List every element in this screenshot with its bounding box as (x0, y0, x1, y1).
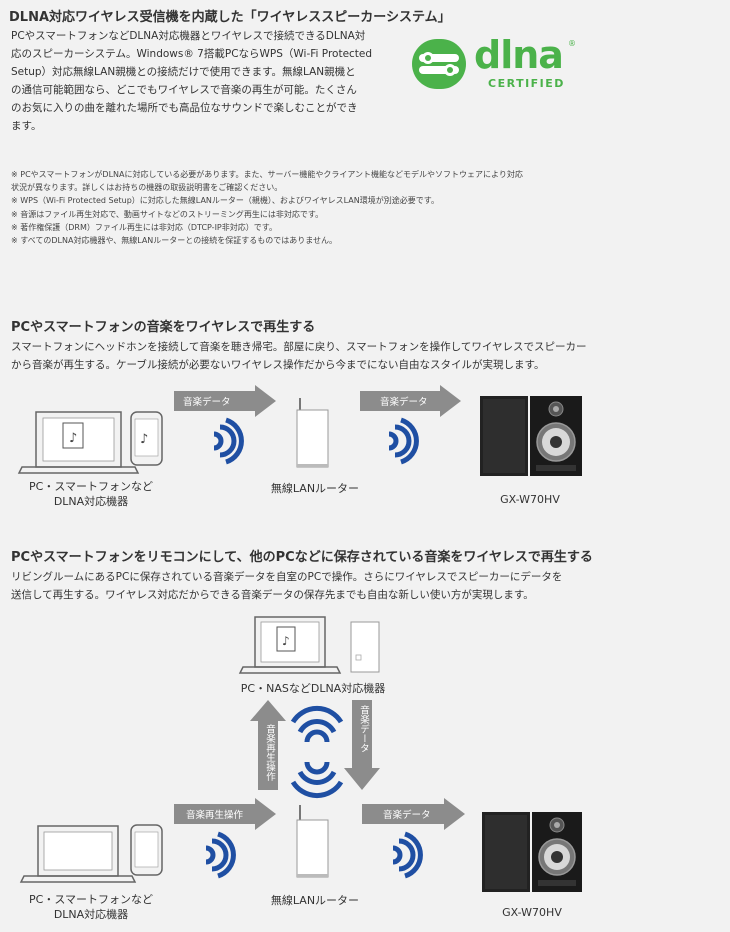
wifi-signal-icon (290, 761, 344, 799)
arrow-label: 音楽データ (183, 397, 231, 408)
dlna-wordmark: dlna (474, 33, 564, 77)
caption-router: 無線LANルーター (270, 482, 360, 495)
caption-line: DLNA対応機器 (53, 908, 129, 921)
svg-text:♪: ♪ (282, 634, 290, 648)
section2-title: PCやスマートフォンをリモコンにして、他のPCなどに保存されている音楽をワイヤレ… (11, 550, 593, 565)
section1-description: スマートフォンにヘッドホンを接続して音楽を聴き帰宅。部屋に戻り、スマートフォンを… (11, 338, 631, 374)
arrow-up (250, 700, 286, 790)
arrow-right (360, 385, 461, 417)
wifi-signal-icon (290, 705, 344, 743)
arrow-up-label: 音楽再生操作 (264, 724, 275, 781)
speaker-icon (482, 812, 582, 892)
smartphone-icon (130, 824, 163, 876)
caption-speaker-model: GX-W70HV (500, 493, 560, 506)
arrow-down (344, 700, 380, 790)
description-line: リビングルームにあるPCに保存されている音楽データを自室のPCで操作。さらにワイ… (11, 571, 563, 583)
dlna-logo-icon (412, 39, 466, 89)
arrow-right (174, 385, 276, 417)
smartphone-icon: ♪ (130, 411, 163, 466)
notes-list: ※ PCやスマートフォンがDLNAに対応している必要があります。また、サーバー機… (11, 168, 611, 247)
wifi-signal-icon (205, 831, 236, 879)
caption-dlna-devices: PC・スマートフォンなど DLNA対応機器 (20, 479, 162, 509)
intro-line: 応のスピーカーシステム。Windows® 7搭載PCならWPS（Wi-Fi Pr… (11, 48, 373, 60)
intro-line: のお気に入りの曲を離れた場所でも高品位なサウンドで楽しむことができ (11, 102, 358, 114)
caption-line: DLNA対応機器 (53, 495, 129, 508)
note-item: 状況が異なります。詳しくはお持ちの機器の取扱説明書をご確認ください。 (11, 183, 283, 193)
nas-icon (350, 621, 380, 673)
intro-line: の通信可能範囲なら、どこでもワイヤレスで音楽の再生が可能。たくさん (11, 84, 357, 96)
arrow-label: 音楽データ (380, 397, 428, 408)
note-item: ※ WPS（Wi-Fi Protected Setup）に対応した無線LANルー… (11, 196, 439, 206)
dlna-certified-logo: dlna ® CERTIFIED (410, 33, 580, 95)
wifi-signal-icon (392, 831, 423, 879)
router-icon (296, 805, 329, 878)
description-line: から音楽が再生する。ケーブル接続が必要ないワイヤレス操作だから今までにない自由な… (11, 359, 545, 371)
arrow-right (174, 798, 276, 830)
wifi-signal-icon (388, 417, 419, 465)
arrow-label: 音楽データ (383, 810, 431, 821)
intro-line: Setup）対応無線LAN親機との接続だけで使用できます。無線LAN親機と (11, 66, 356, 78)
intro-line: ます。 (11, 120, 42, 132)
description-line: 送信して再生する。ワイヤレス対応だからできる音楽データの保存先までも自由な新しい… (11, 589, 534, 601)
intro-title: DLNA対応ワイヤレス受信機を内蔵した「ワイヤレススピーカーシステム」 (9, 10, 451, 25)
intro-paragraph: PCやスマートフォンなどDLNA対応機器とワイヤレスで接続できるDLNA対 応の… (11, 27, 396, 135)
caption-router: 無線LANルーター (270, 894, 360, 907)
caption-dlna-devices: PC・スマートフォンなど DLNA対応機器 (20, 892, 162, 922)
description-line: スマートフォンにヘッドホンを接続して音楽を聴き帰宅。部屋に戻り、スマートフォンを… (11, 341, 587, 353)
svg-text:♪: ♪ (69, 431, 77, 446)
registered-mark: ® (568, 39, 576, 48)
caption-nas-devices: PC・NASなどDLNA対応機器 (240, 682, 386, 695)
note-item: ※ 音源はファイル再生対応で、動画サイトなどのストリーミング再生には非対応です。 (11, 209, 324, 219)
speaker-icon (480, 396, 582, 476)
arrow-down-label: 音楽データ (358, 705, 369, 753)
intro-line: PCやスマートフォンなどDLNA対応機器とワイヤレスで接続できるDLNA対 (11, 30, 366, 42)
laptop-icon: ♪ (238, 616, 342, 674)
laptop-icon (19, 825, 137, 883)
certified-label: CERTIFIED (488, 77, 565, 90)
section1-title: PCやスマートフォンの音楽をワイヤレスで再生する (11, 320, 316, 335)
note-item: ※ PCやスマートフォンがDLNAに対応している必要があります。また、サーバー機… (11, 170, 523, 179)
arrow-label: 音楽再生操作 (186, 810, 244, 821)
section2-description: リビングルームにあるPCに保存されている音楽データを自室のPCで操作。さらにワイ… (11, 568, 631, 604)
note-item: ※ 著作権保護（DRM）ファイル再生には非対応（DTCP-IP非対応）です。 (11, 222, 277, 232)
note-item: ※ すべてのDLNA対応機器や、無線LANルーターとの接続を保証するものではあり… (11, 236, 337, 246)
arrow-right (362, 798, 465, 830)
caption-speaker-model: GX-W70HV (502, 906, 562, 919)
router-icon (296, 398, 329, 468)
svg-text:♪: ♪ (140, 432, 148, 447)
laptop-icon: ♪ (17, 411, 140, 474)
wifi-signal-icon (213, 417, 244, 465)
caption-line: PC・スマートフォンなど (29, 480, 153, 493)
caption-line: PC・スマートフォンなど (29, 893, 153, 906)
